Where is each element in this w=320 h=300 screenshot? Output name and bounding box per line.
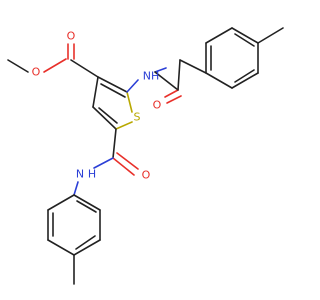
bond-ring-c3-c2 xyxy=(97,76,128,93)
bond-ring-c4-c5-double xyxy=(98,107,118,124)
atom-s-ring: S xyxy=(134,111,141,124)
bond-benz1-e xyxy=(231,72,259,89)
atom-nh-top: NH xyxy=(143,70,160,83)
bond-amide-bottom-co-1 xyxy=(112,157,135,176)
bond-methyl-oether xyxy=(7,59,29,73)
bond-benz1-inner-2 xyxy=(234,33,255,47)
bond-benz1-f xyxy=(205,72,233,89)
bond-ring-c3-c2-double xyxy=(100,83,126,98)
bond-amidec-link xyxy=(154,71,179,91)
bond-amide-top-co-1 xyxy=(164,89,179,98)
bond-oether-carbonylc xyxy=(43,58,67,73)
bond-benz1-b xyxy=(205,27,233,44)
bond-ring-s-c2 xyxy=(126,91,133,113)
bond-benz1-c xyxy=(231,27,259,44)
bond-benz2-c xyxy=(73,239,101,256)
bond-benz2-a xyxy=(73,194,101,211)
bond-benz1-inner-3 xyxy=(234,69,255,83)
bond-ringc2-nh xyxy=(126,79,139,93)
atom-n-bottom: N xyxy=(76,168,84,181)
molecule-structure: O O NH O S O H N xyxy=(7,27,284,285)
bond-benz2-inner-2 xyxy=(75,235,96,250)
bond-n-benzene xyxy=(73,181,79,196)
bond-amide-bottom-co-2 xyxy=(116,152,139,170)
bond-ring-c4-c5 xyxy=(92,106,117,130)
bond-benz2-inner-1 xyxy=(76,200,97,213)
atom-o-amide-top: O xyxy=(153,99,162,112)
bond-amidec-n xyxy=(93,157,114,169)
atom-o-amide-bottom: O xyxy=(142,169,151,182)
atom-o-ester-carbonyl: O xyxy=(67,30,76,43)
atom-o-ester-ether: O xyxy=(32,66,41,79)
bond-nh-amidec xyxy=(154,67,167,73)
bond-ring-c3-c4 xyxy=(92,76,99,108)
bond-ester-ringc3 xyxy=(70,59,99,78)
bond-benz1-methyl xyxy=(257,27,284,44)
atom-nh-bottom-h: H xyxy=(88,168,96,181)
bond-benz2-f xyxy=(47,194,75,211)
bond-ch2-benzene xyxy=(179,59,207,74)
molecule-canvas: O O NH O S O H N xyxy=(7,27,284,285)
bond-ringc5-amidec xyxy=(112,128,117,159)
bond-amide-ch2 xyxy=(177,59,181,91)
bond-amide-top-co-2 xyxy=(166,95,182,104)
bond-benz2-d xyxy=(47,239,75,256)
bond-ring-c5-s xyxy=(115,121,133,130)
